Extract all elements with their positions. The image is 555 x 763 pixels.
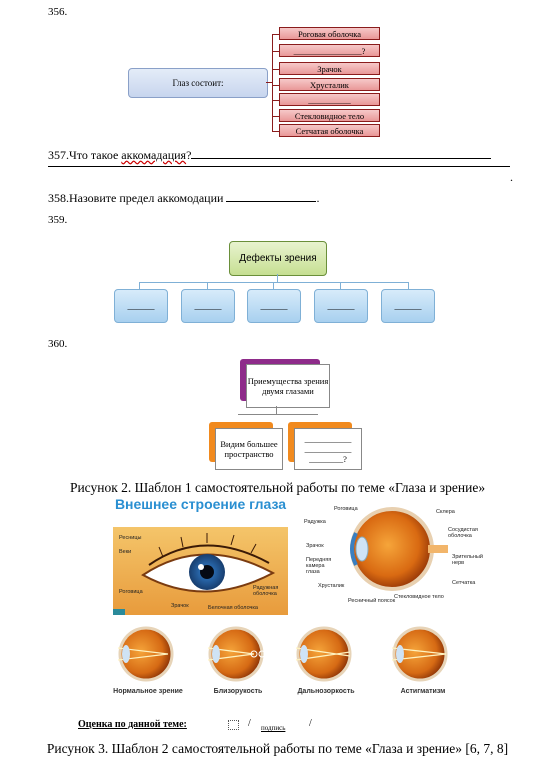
part-box: Зрачок <box>279 62 380 75</box>
q356-number: 356. <box>48 6 68 18</box>
eye-cross-section <box>350 507 448 591</box>
label: Склера <box>436 509 455 515</box>
label: Белочная оболочка <box>208 605 258 611</box>
q357-number: 357. <box>48 148 69 162</box>
defect-box: ______ <box>114 289 168 323</box>
label: Радужка <box>304 519 326 525</box>
eye-illustration <box>113 527 288 615</box>
conditions-eyes <box>117 626 448 682</box>
condition-label: Астигматизм <box>400 688 446 695</box>
label: Передняя камера глаза <box>306 557 332 575</box>
condition-label: Дальнозоркость <box>297 688 355 695</box>
defect-box: ______ <box>314 289 368 323</box>
q357-text: Что такое <box>69 148 122 162</box>
label: Ресницы <box>119 535 142 541</box>
defect-box: ______ <box>181 289 235 323</box>
external-eye-figure: Внешнее строение глаза Ресницы Веки Рого… <box>113 497 288 615</box>
q357-keyword: аккомадация <box>121 148 187 162</box>
label: Роговица <box>119 589 143 595</box>
defect-box: ______ <box>247 289 301 323</box>
q360-number: 360. <box>48 338 68 350</box>
label: Веки <box>119 549 132 555</box>
binocular-advantages-box: Приемущества зрения двумя глазами <box>246 364 330 408</box>
condition-label: Нормальное зрение <box>113 688 183 695</box>
label: Радужная оболочка <box>253 585 279 597</box>
part-box: Хрусталик <box>279 78 380 91</box>
answer-line[interactable] <box>48 166 510 167</box>
figure-caption: Рисунок 3. Шаблон 2 самостоятельной рабо… <box>46 741 509 756</box>
q358-text: Назовите предел аккомодации <box>69 191 224 205</box>
advantage-box-left: Видим большее пространство <box>215 428 283 470</box>
part-box: Роговая оболочка <box>279 27 380 40</box>
label: Стекловидное тело <box>394 594 444 600</box>
label: Зрачок <box>171 603 189 609</box>
part-box: ________________? <box>279 44 380 57</box>
label: Зрачок <box>306 543 324 549</box>
part-box: Стекловидное тело <box>279 109 380 122</box>
label: Сетчатка <box>452 580 476 586</box>
q359-number: 359. <box>48 214 68 226</box>
vision-defects-box: Дефекты зрения <box>229 241 327 276</box>
defect-box: ______ <box>381 289 435 323</box>
internal-eye-figure: Роговица Радужка Зрачок Передняя камера … <box>300 497 483 615</box>
label: Зрительный нерв <box>452 554 483 566</box>
label: Ресничный поясок <box>348 598 396 604</box>
part-box: __________ <box>279 93 380 106</box>
part-box: Сетчатая оболочка <box>279 124 380 137</box>
grade-checkbox[interactable] <box>228 720 239 730</box>
label: Сосудистая оболочка <box>448 527 478 539</box>
grade-label: Оценка по данной теме: <box>78 719 187 730</box>
advantage-box-right: ___________ ___________ ________? <box>294 428 362 470</box>
signature-field[interactable]: подпись <box>261 724 286 732</box>
q357: 357.Что такое аккомадация? <box>48 148 513 163</box>
label: Роговица <box>334 506 358 512</box>
eye-consists-box: Глаз состоит: <box>128 68 268 98</box>
external-eye-title: Внешнее строение глаза <box>114 497 287 512</box>
q358: 358.Назовите предел аккомодации . <box>48 191 320 205</box>
figure-caption: Рисунок 2. Шаблон 1 самостоятельной рабо… <box>69 480 486 495</box>
label: Хрусталик <box>318 583 345 589</box>
answer-line[interactable] <box>226 191 317 202</box>
condition-label: Близорукость <box>213 688 263 695</box>
